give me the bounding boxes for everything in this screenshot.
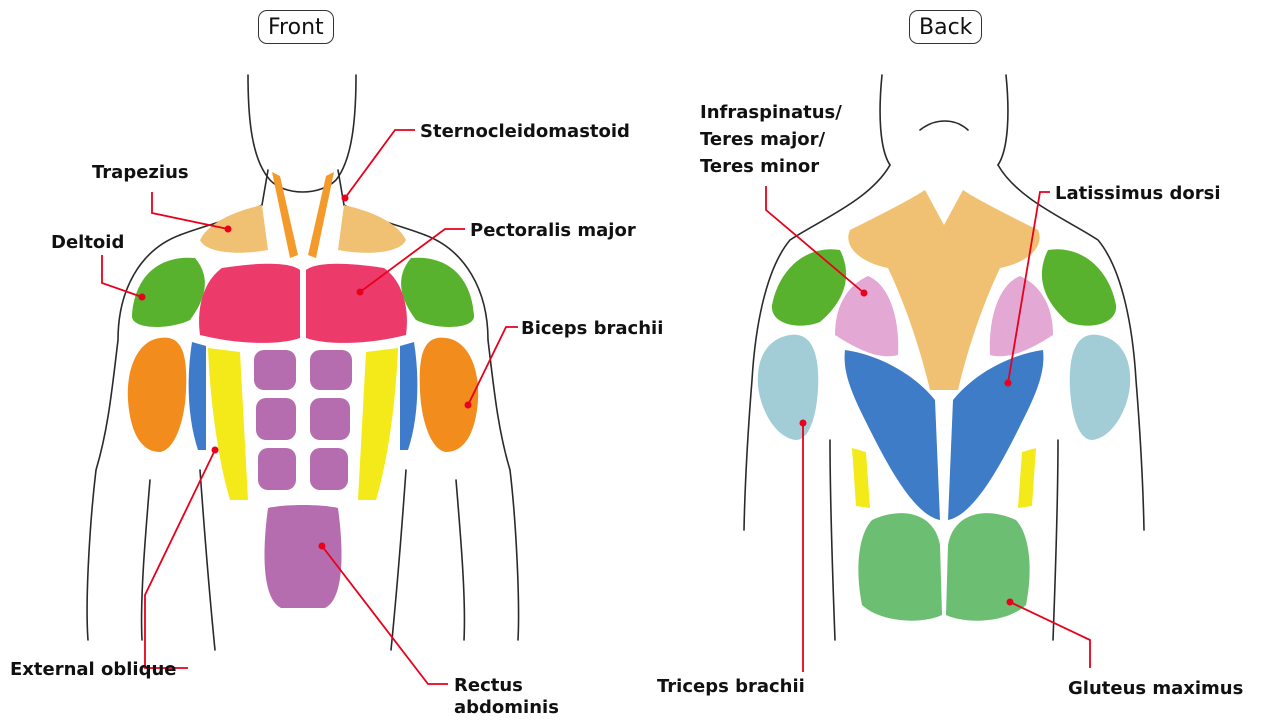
label-rectus-line1: Rectus <box>454 675 523 696</box>
label-gluteus-maximus: Gluteus maximus <box>1068 678 1243 699</box>
label-latissimus-dorsi: Latissimus dorsi <box>1055 183 1221 204</box>
leader-deltoid <box>102 255 142 297</box>
dot-latissimus <box>1005 380 1012 387</box>
back-inner-arm-left <box>830 440 835 640</box>
label-deltoid: Deltoid <box>51 232 124 253</box>
abs-segment-2l <box>256 398 296 440</box>
dot-biceps <box>465 402 472 409</box>
front-deltoid-left <box>132 258 205 327</box>
dot-gluteus <box>1007 599 1014 606</box>
front-serratus-right <box>400 342 417 450</box>
front-pectoralis-left <box>199 264 300 343</box>
dot-rectus-abdominis <box>319 543 326 550</box>
leader-gluteus <box>1010 602 1090 668</box>
label-trapezius: Trapezius <box>92 162 189 183</box>
dot-infraspinatus <box>861 290 868 297</box>
abs-segment-1l <box>254 350 296 390</box>
label-pectoralis-major: Pectoralis major <box>470 220 636 241</box>
label-infraspinatus-line2: Teres major/ <box>700 129 825 150</box>
abs-segment-3r <box>310 448 348 490</box>
dot-trapezius <box>225 226 232 233</box>
abs-segment-2r <box>310 398 350 440</box>
back-triceps-right <box>1070 335 1130 440</box>
abs-segment-3l <box>258 448 296 490</box>
label-rectus-line2: abdominis <box>454 697 559 718</box>
front-external-oblique-right <box>358 348 398 500</box>
front-deltoid-right <box>401 258 474 327</box>
front-sternocleidomastoid-left <box>272 172 298 258</box>
front-trapezius-right <box>338 205 406 253</box>
front-inner-arm-right <box>456 480 464 640</box>
front-pectoralis-right <box>306 264 407 343</box>
back-inner-arm-right <box>1053 440 1058 640</box>
front-external-oblique-left <box>208 348 248 500</box>
front-sternocleidomastoid-right <box>308 172 334 258</box>
front-waist-left <box>200 470 215 650</box>
dot-deltoid <box>139 294 146 301</box>
abs-segment-1r <box>310 350 352 390</box>
front-rectus-abdominis <box>254 350 352 608</box>
front-trapezius-left <box>200 205 268 253</box>
back-infraspinatus-left <box>835 276 898 356</box>
back-triceps-left <box>758 335 818 440</box>
dot-triceps <box>800 420 807 427</box>
back-hair-line <box>920 121 968 130</box>
back-deltoid-left <box>772 249 846 325</box>
front-waist-right <box>391 470 406 650</box>
leader-sternocleidomastoid <box>345 130 415 198</box>
front-serratus-left <box>189 342 206 450</box>
dot-external-oblique <box>212 447 219 454</box>
label-biceps-brachii: Biceps brachii <box>521 318 663 339</box>
back-gluteus-left <box>858 513 942 621</box>
back-oblique-right <box>1018 448 1036 508</box>
dot-pectoralis <box>357 289 364 296</box>
back-oblique-left <box>852 448 870 508</box>
label-triceps-brachii: Triceps brachii <box>657 676 805 697</box>
back-deltoid-right <box>1042 249 1116 325</box>
label-infraspinatus-line3: Teres minor <box>700 156 819 177</box>
dot-sternocleidomastoid <box>342 195 349 202</box>
front-biceps-left <box>128 338 186 452</box>
label-infraspinatus-line1: Infraspinatus/ <box>700 102 842 123</box>
back-infraspinatus-right <box>990 276 1053 356</box>
front-biceps-right <box>420 338 478 452</box>
front-head-outline <box>248 75 356 192</box>
back-head-outline <box>880 75 1008 165</box>
leader-external-oblique <box>145 450 215 668</box>
label-sternocleidomastoid: Sternocleidomastoid <box>420 121 630 142</box>
label-external-oblique: External oblique <box>10 659 177 680</box>
